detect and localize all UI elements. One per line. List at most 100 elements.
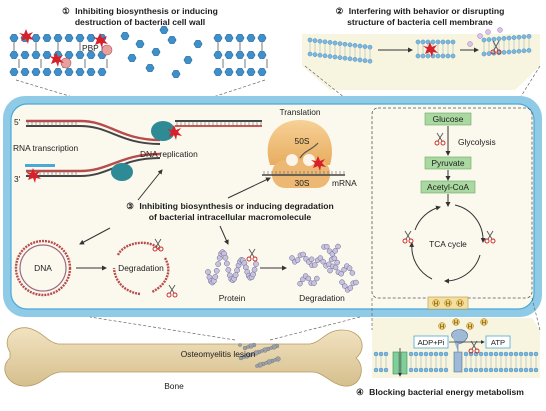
lipid-head xyxy=(486,51,492,56)
tca-cycle-arc xyxy=(454,204,486,243)
dna-strand-top-2 xyxy=(26,125,161,145)
amino-acid xyxy=(212,274,219,280)
lipid-head xyxy=(435,39,441,45)
sugar-unit xyxy=(224,34,234,42)
lipid-head xyxy=(493,351,499,357)
ribosome-30s-label: 30S xyxy=(295,178,310,188)
lipid-head xyxy=(415,53,421,59)
membrane-zoom-area xyxy=(302,34,540,90)
lipid-head xyxy=(342,55,348,61)
panel-energy-metabolism: Glucose Glycolysis Pyruvate Acetyl-CoA T… xyxy=(356,107,541,397)
red-star-icon xyxy=(93,33,108,48)
lipid-head xyxy=(516,48,522,54)
sugar-unit xyxy=(86,68,96,76)
proton-symbol: H xyxy=(434,301,438,307)
panel-macromolecules: 5' 3' RNA transcription DNA replication … xyxy=(13,107,359,303)
peptidoglycan-mesh xyxy=(9,26,268,78)
lipid-head xyxy=(367,58,373,64)
pyruvate-box xyxy=(424,156,472,170)
lipid-head xyxy=(425,53,431,59)
dna-polymerase xyxy=(111,163,133,181)
adp-pi-label: ADP+Pi xyxy=(418,338,445,347)
lipid-head xyxy=(478,367,484,373)
lipid-head xyxy=(347,42,353,48)
lipid-head xyxy=(378,367,384,373)
amino-acid xyxy=(339,279,345,285)
proton-icon xyxy=(456,299,464,307)
lipid-head xyxy=(521,34,527,40)
panel2-number: ② xyxy=(336,6,344,16)
amino-acid xyxy=(349,270,356,276)
leaked-molecule xyxy=(485,29,491,35)
dna-label: DNA xyxy=(34,263,52,273)
panel3-number: ③ xyxy=(126,201,134,211)
lipid-head xyxy=(483,351,489,357)
amino-acid xyxy=(332,264,339,271)
lipid-head xyxy=(362,58,368,63)
amino-acid xyxy=(232,272,239,278)
sugar-unit xyxy=(193,40,203,48)
lipid-head xyxy=(327,40,333,45)
lipid-head xyxy=(413,351,419,357)
lipid-head xyxy=(496,36,502,42)
panel1-number: ① xyxy=(62,6,70,16)
lipid-head xyxy=(533,351,539,357)
lipid-head xyxy=(312,52,318,57)
osteomyelitis-lesion xyxy=(238,342,281,368)
lipid-head xyxy=(332,54,338,60)
sugar-unit xyxy=(235,68,245,76)
sugar-unit xyxy=(75,68,85,76)
amino-acid xyxy=(289,255,295,261)
panel3-title-line1: Inhibiting biosynthesis or inducing degr… xyxy=(139,201,333,211)
lipid-head xyxy=(408,351,414,357)
arrow xyxy=(137,169,163,201)
bone-label: Bone xyxy=(164,381,184,391)
pbp-protein-2 xyxy=(60,57,72,69)
amino-acid xyxy=(224,260,230,267)
lipid-head xyxy=(498,367,504,373)
tca-cycle-arc xyxy=(414,205,441,231)
amino-acid xyxy=(213,267,220,274)
sugar-unit xyxy=(31,51,41,59)
amino-acid xyxy=(324,243,330,250)
sugar-unit xyxy=(246,68,256,76)
sugar-unit xyxy=(235,51,245,59)
trna-site xyxy=(303,154,315,166)
protein-chain xyxy=(205,249,259,286)
amino-acid xyxy=(222,254,229,261)
lipid-head xyxy=(332,40,338,46)
five-prime-label: 5' xyxy=(14,117,21,127)
lipid-head xyxy=(383,351,389,357)
scissors-icon xyxy=(166,284,178,298)
zoom-line xyxy=(269,316,361,341)
sugar-unit xyxy=(235,34,245,42)
leaked-molecule xyxy=(477,33,483,39)
amino-acid xyxy=(253,261,259,267)
lipid-head xyxy=(408,367,414,373)
lipid-head xyxy=(413,367,419,373)
energy-zoom-area xyxy=(372,318,540,378)
lipid-head xyxy=(430,39,436,45)
lipid-head xyxy=(317,38,323,44)
svg-text:③ Inhibiting biosynthesi: ③ Inhibiting biosynthesis or inducing de… xyxy=(126,201,333,211)
mrna-ticks xyxy=(263,171,345,175)
scissors-icon xyxy=(152,238,164,252)
panel3-title-line2: of bacterial intracellular macromolecule xyxy=(149,212,312,222)
sugar-unit xyxy=(151,48,161,56)
lipid-head xyxy=(526,34,532,39)
sugar-unit xyxy=(120,32,130,40)
lipid-head xyxy=(438,367,444,373)
sugar-unit xyxy=(159,26,169,34)
lipid-head xyxy=(342,41,348,47)
ribosome-50s-label: 50S xyxy=(295,136,310,146)
sugar-unit xyxy=(20,68,30,76)
sugar-unit xyxy=(224,68,234,76)
scissors-icon xyxy=(484,230,496,244)
sugar-unit xyxy=(31,34,41,42)
sugar-unit xyxy=(64,34,74,42)
proton-symbol: H xyxy=(454,320,458,326)
rna-ticks xyxy=(176,121,262,126)
sugar-unit xyxy=(20,51,30,59)
lipid-head xyxy=(498,351,504,357)
red-star-icon xyxy=(167,125,182,140)
